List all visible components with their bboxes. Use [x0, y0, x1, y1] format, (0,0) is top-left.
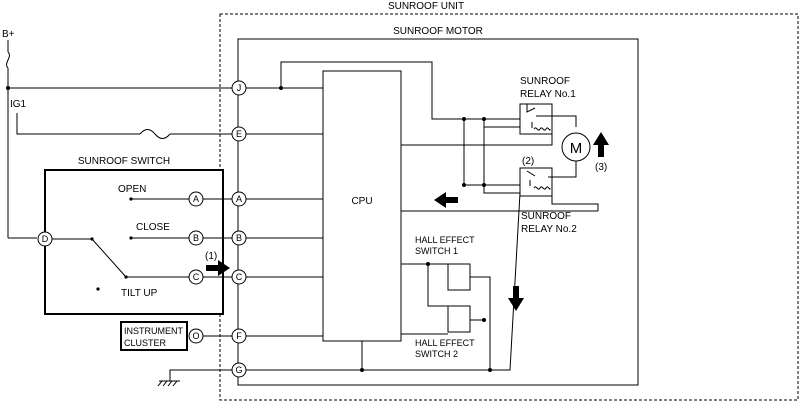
arrow-right-icon: [206, 260, 230, 276]
svg-text:J: J: [237, 83, 242, 93]
unit-terminals: J E A B C F G: [231, 80, 247, 378]
relay-1-coil-icon: [533, 127, 551, 131]
svg-text:B: B: [236, 233, 242, 243]
switch-position-close: CLOSE: [136, 222, 170, 233]
svg-text:RELAY No.1: RELAY No.1: [520, 89, 576, 100]
sunroof-unit-boundary: [219, 13, 799, 401]
svg-text:G: G: [235, 365, 242, 375]
neutral-contact: [96, 287, 100, 291]
hall-switch-2-label: HALL EFFECT: [415, 338, 475, 348]
hall-switch-2: [447, 305, 471, 333]
svg-text:RELAY No.2: RELAY No.2: [521, 224, 577, 235]
relay-1-label: SUNROOF: [520, 76, 570, 87]
svg-text:C: C: [193, 272, 200, 282]
switch-position-tilt-up: TILT UP: [121, 288, 158, 299]
cpu: [322, 70, 402, 342]
switch-position-open: OPEN: [118, 184, 146, 195]
instrument-cluster-label: INSTRUMENT: [124, 326, 183, 336]
svg-text:A: A: [236, 194, 242, 204]
ignition-label: IG1: [10, 99, 27, 110]
ignition-fuse-icon: [139, 129, 171, 139]
svg-text:E: E: [236, 129, 242, 139]
battery-wire: [6, 40, 232, 239]
relay-2-coil-icon: [533, 186, 551, 190]
hall-switch-1-label: HALL EFFECT: [415, 235, 475, 245]
sunroof-switch-title: SUNROOF SWITCH: [78, 156, 170, 167]
svg-text:SWITCH 1: SWITCH 1: [415, 246, 458, 256]
arrow-left-icon: [434, 192, 458, 208]
hall-switch-1: [447, 263, 471, 291]
battery-label: B+: [2, 29, 15, 40]
arrow-up-icon: [593, 132, 609, 157]
svg-text:CLUSTER: CLUSTER: [124, 338, 167, 348]
battery-fuse-icon: [6, 51, 10, 69]
svg-text:C: C: [236, 272, 243, 282]
svg-text:B: B: [193, 233, 199, 243]
cpu-label: CPU: [351, 196, 372, 207]
sunroof-unit-title: SUNROOF UNIT: [388, 1, 464, 12]
callout-2: (2): [522, 156, 534, 167]
callout-3: (3): [595, 162, 607, 173]
arrow-down-icon: [508, 286, 524, 311]
motor-label: M: [570, 140, 583, 157]
sunroof-motor-block: [237, 38, 639, 386]
instrument-cluster: [120, 321, 188, 351]
callout-1: (1): [205, 251, 217, 262]
ignition-wire: [16, 113, 232, 139]
svg-text:F: F: [236, 331, 242, 341]
svg-text:SWITCH 2: SWITCH 2: [415, 349, 458, 359]
relay-2: [519, 167, 553, 197]
svg-text:D: D: [42, 234, 49, 244]
ground-icon: [157, 369, 232, 387]
relay-2-label: SUNROOF: [521, 211, 571, 222]
relay-1: [519, 103, 553, 135]
svg-text:O: O: [192, 331, 199, 341]
svg-text:A: A: [193, 194, 199, 204]
sunroof-motor-title: SUNROOF MOTOR: [393, 26, 483, 37]
